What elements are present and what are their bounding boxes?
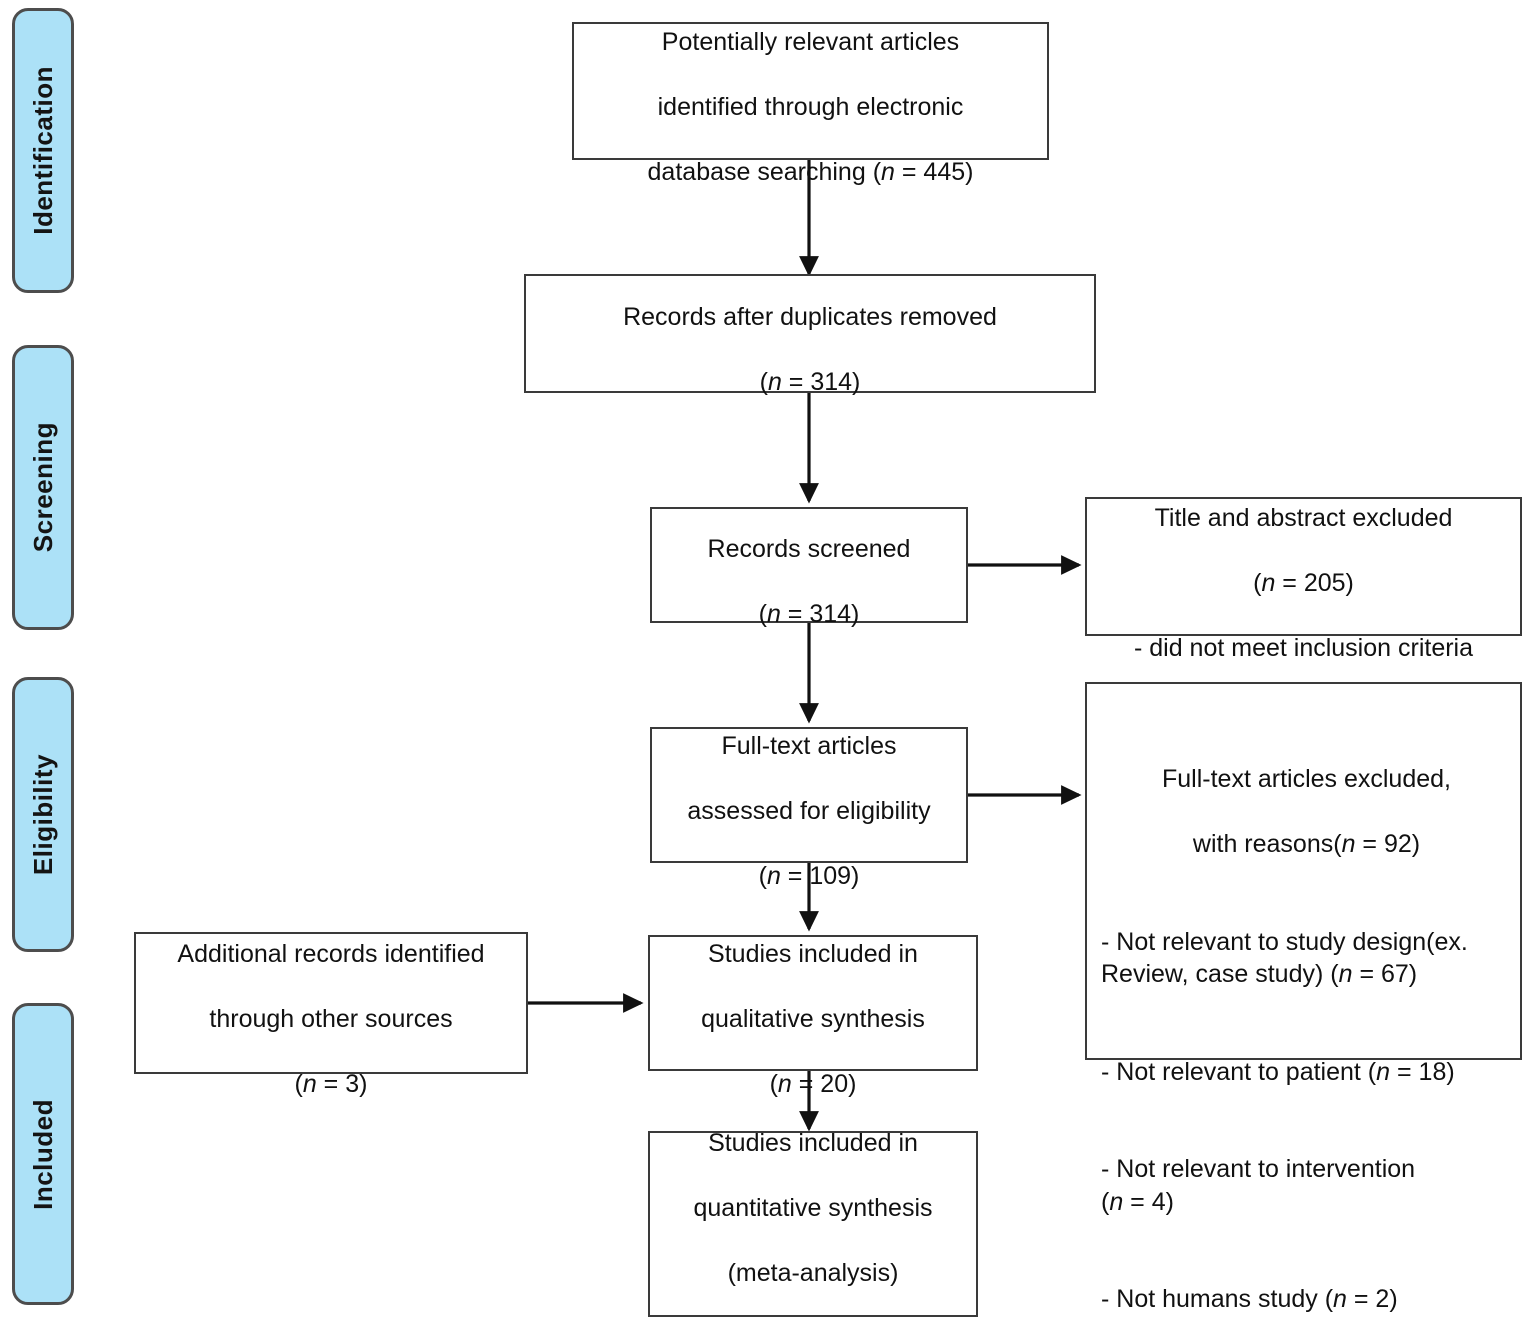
box-records-identified-text: Potentially relevant articles identified… [647,28,974,186]
box-additional-records-text: Additional records identified through ot… [177,940,485,1098]
excluded-reason-item: - Not humans study (n = 2) [1101,1285,1398,1313]
excluded-reason-item: - Not relevant to study design(ex. Revie… [1101,927,1468,989]
box-title-abstract-excluded: Title and abstract excluded (n = 205) - … [1085,497,1522,662]
box-duplicates-removed-text: Records after duplicates removed (n = 31… [623,303,997,396]
stage-tab-label: Identification [27,66,58,235]
box-qualitative-synthesis-text: Studies included in qualitative synthesi… [701,940,925,1098]
box-full-text-excluded: Full-text articles excluded, with reason… [1085,682,1522,1313]
stage-tab-label: Included [27,1098,58,1210]
box-additional-records: Additional records identified through ot… [134,932,528,1098]
excluded-reason-item: - Not relevant to intervention (n = 4) [1101,1155,1416,1216]
box-title-abstract-excluded-text: Title and abstract excluded (n = 205) - … [1133,503,1474,662]
box-records-identified: Potentially relevant articles identified… [572,22,1049,186]
stage-tab-label: Screening [27,422,58,553]
stage-tab-screening: Screening [12,345,74,630]
box-records-screened-text: Records screened (n = 314) [707,534,911,628]
box-qualitative-synthesis: Studies included in qualitative synthesi… [648,935,978,1098]
stage-tab-included: Included [12,1003,74,1305]
box-quantitative-synthesis: Studies included in quantitative synthes… [648,1129,978,1325]
box-quantitative-synthesis-text: Studies included in quantitative synthes… [693,1128,933,1325]
box-full-text-assessed-text: Full-text articles assessed for eligibil… [687,732,931,890]
stage-tab-label: Eligibility [27,753,58,876]
box-full-text-excluded-text: Full-text articles excluded, with reason… [1101,698,1512,1325]
stage-tab-eligibility: Eligibility [12,677,74,952]
excluded-reason-item: - Not relevant to patient (n = 18) [1101,1057,1455,1086]
excluded-heading: Full-text articles excluded, with reason… [1161,765,1451,858]
stage-tab-identification: Identification [12,8,74,293]
box-duplicates-removed: Records after duplicates removed (n = 31… [524,274,1096,396]
box-records-screened: Records screened (n = 314) [650,507,968,628]
box-full-text-assessed: Full-text articles assessed for eligibil… [650,727,968,890]
